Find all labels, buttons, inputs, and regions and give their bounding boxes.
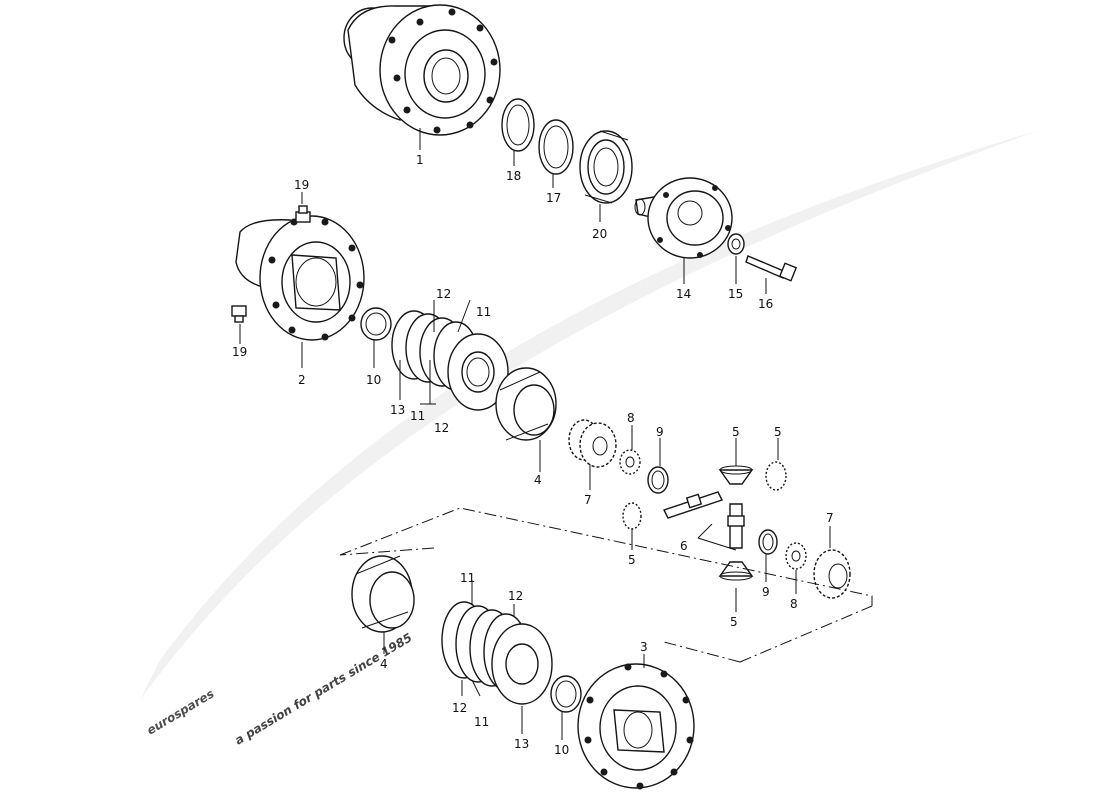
callout-14: 14 — [676, 287, 691, 301]
screw-part-19-lower — [231, 305, 247, 323]
callout-10-lower: 10 — [554, 743, 569, 757]
callout-13-lower: 13 — [514, 737, 529, 751]
gear-part-8-lower — [785, 542, 807, 570]
clutch-disc-pack-upper — [391, 310, 509, 411]
callout-8-upper: 8 — [627, 411, 635, 425]
callout-7-lower: 7 — [826, 511, 834, 525]
callout-6: 6 — [680, 539, 688, 553]
callout-leader-lines — [239, 128, 831, 740]
pressure-ring-part-4-lower — [351, 555, 415, 633]
callout-12-lower-top: 12 — [508, 589, 523, 603]
pressure-ring-part-4-upper — [495, 367, 557, 441]
callout-9-upper: 9 — [656, 425, 664, 439]
callout-5-top-right: 5 — [774, 425, 782, 439]
watermark-tagline: a passion for parts since 1985 — [232, 630, 414, 747]
tapered-bearing-part-20 — [579, 130, 633, 204]
callout-13-upper: 13 — [390, 403, 405, 417]
callout-10-upper: 10 — [366, 373, 381, 387]
gear-part-8-upper — [619, 449, 641, 475]
callout-4-upper: 4 — [534, 473, 542, 487]
side-gear-part-7-lower — [813, 549, 851, 599]
callout-15: 15 — [728, 287, 743, 301]
washer-part-15 — [727, 233, 745, 255]
housing-cover-part-2 — [235, 215, 365, 341]
callout-11-lower-bottom: 11 — [474, 715, 489, 729]
circlip-part-9-upper — [647, 466, 669, 494]
callout-5-bottom: 5 — [730, 615, 738, 629]
shim-ring-part-17 — [538, 119, 574, 175]
bolt-part-16 — [745, 255, 798, 282]
callout-11-upper-top: 11 — [476, 305, 491, 319]
callout-17: 17 — [546, 191, 561, 205]
bevel-pinion-part-5-left — [622, 502, 642, 530]
bevel-pinion-part-5-top-left — [718, 465, 754, 485]
callout-11-lower-top: 11 — [460, 571, 475, 585]
side-gear-part-7-upper — [568, 419, 617, 468]
bevel-pinion-part-5-top-right — [765, 461, 787, 491]
callout-1: 1 — [416, 153, 424, 167]
callout-12-upper-top: 12 — [436, 287, 451, 301]
callout-4-lower: 4 — [380, 657, 388, 671]
callout-7-upper: 7 — [584, 493, 592, 507]
flanged-shaft-part-14 — [634, 177, 733, 259]
differential-housing-part-3 — [577, 663, 695, 790]
callout-5-top-left: 5 — [732, 425, 740, 439]
callout-11-upper-bottom: 11 — [410, 409, 425, 423]
callout-3: 3 — [640, 640, 648, 654]
clutch-disc-pack-lower — [441, 601, 553, 705]
callout-2: 2 — [298, 373, 306, 387]
watermark-swoosh — [140, 130, 1040, 700]
callout-16: 16 — [758, 297, 773, 311]
callout-12-upper-bottom: 12 — [434, 421, 449, 435]
callout-18: 18 — [506, 169, 521, 183]
callout-8-lower: 8 — [790, 597, 798, 611]
differential-housing-part-1 — [343, 4, 501, 136]
callout-19-upper: 19 — [294, 178, 309, 192]
circlip-part-9-lower — [758, 529, 778, 555]
thrust-ring-part-10-upper — [360, 307, 392, 341]
cross-shaft-part-6 — [663, 491, 745, 549]
callout-labels: 1 18 17 20 14 15 16 19 19 2 10 13 12 11 … — [232, 153, 834, 757]
callout-19-lower: 19 — [232, 345, 247, 359]
callout-5-left: 5 — [628, 553, 636, 567]
shim-ring-part-18 — [501, 98, 535, 152]
callout-20: 20 — [592, 227, 607, 241]
screw-part-19-upper — [295, 205, 311, 223]
callout-12-lower-bottom: 12 — [452, 701, 467, 715]
callout-9-lower: 9 — [762, 585, 770, 599]
thrust-ring-part-10-lower — [550, 675, 582, 713]
assembly-guide-lines — [339, 507, 873, 663]
watermark-brand: eurospares — [144, 686, 216, 737]
